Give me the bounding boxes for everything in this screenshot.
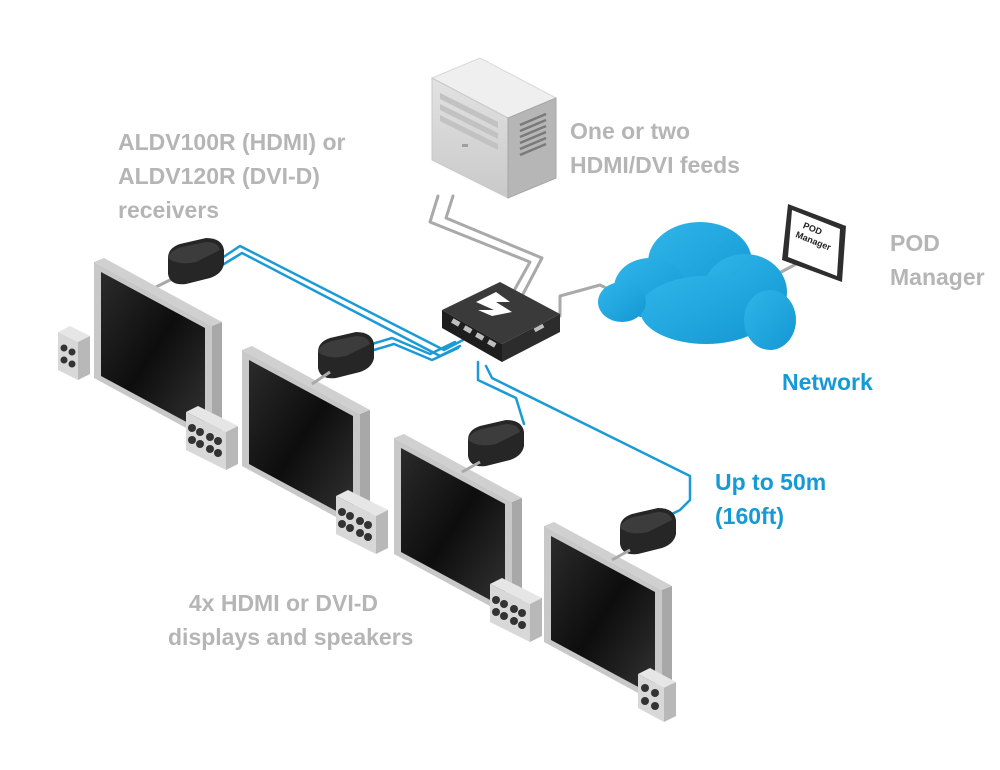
receiver-2: [318, 332, 374, 379]
network-label-text: Network: [782, 369, 873, 395]
speaker-1-left: [58, 326, 90, 380]
receiver-1: [168, 238, 224, 285]
receivers-label: ALDV100R (HDMI) or ALDV120R (DVI-D) rece…: [118, 125, 345, 227]
speaker-1-right: [186, 406, 238, 470]
speaker-3: [490, 578, 542, 642]
receivers-label-line-3: receivers: [118, 197, 220, 223]
source-computer-tower: [430, 57, 558, 199]
feeds-label-line-2: HDMI/DVI feeds: [570, 152, 740, 178]
display-4: [544, 522, 672, 706]
speaker-2: [336, 490, 388, 554]
pod-manager-label: POD Manager: [890, 226, 985, 294]
receiver-cable-2a: [370, 336, 457, 356]
receiver-cable-4: [484, 364, 692, 532]
speaker-4: [638, 668, 676, 722]
receiver-stand-cables: [311, 370, 631, 562]
feed-cable-1: [428, 194, 532, 300]
pod-manager-label-line-1: POD: [890, 230, 940, 256]
receiver-cable-3: [476, 360, 526, 426]
receiver-cable-2b: [372, 342, 460, 362]
network-label: Network: [782, 365, 873, 399]
display-3: [394, 434, 522, 618]
distance-label-line-2: (160ft): [715, 503, 785, 529]
receiver-4: [620, 508, 676, 555]
adder-logo-icon: [476, 292, 512, 316]
distance-label-line-1: Up to 50m: [715, 469, 827, 495]
receiver-cable-1a: [220, 244, 465, 352]
display-1: [94, 258, 222, 442]
feed-cable-2: [444, 194, 544, 298]
displays-label: 4x HDMI or DVI-D displays and speakers: [168, 586, 414, 654]
receivers-label-line-2: ALDV120R (DVI-D): [118, 163, 320, 189]
transmitter-unit: [442, 282, 560, 362]
display-2: [242, 346, 370, 530]
network-cloud: [598, 222, 796, 350]
displays-label-line-1: 4x HDMI or DVI-D: [188, 590, 378, 616]
receiver-3: [468, 420, 524, 467]
feeds-label: One or two HDMI/DVI feeds: [570, 114, 740, 182]
distance-label: Up to 50m (160ft): [715, 465, 826, 533]
pod-manager-tablet: POD Manager: [782, 204, 846, 282]
pod-manager-label-line-2: Manager: [890, 264, 985, 290]
displays-label-line-2: displays and speakers: [168, 624, 414, 650]
feeds-label-line-1: One or two: [570, 118, 691, 144]
blue-cables: [220, 244, 692, 532]
receivers-label-line-1: ALDV100R (HDMI) or: [118, 129, 346, 155]
